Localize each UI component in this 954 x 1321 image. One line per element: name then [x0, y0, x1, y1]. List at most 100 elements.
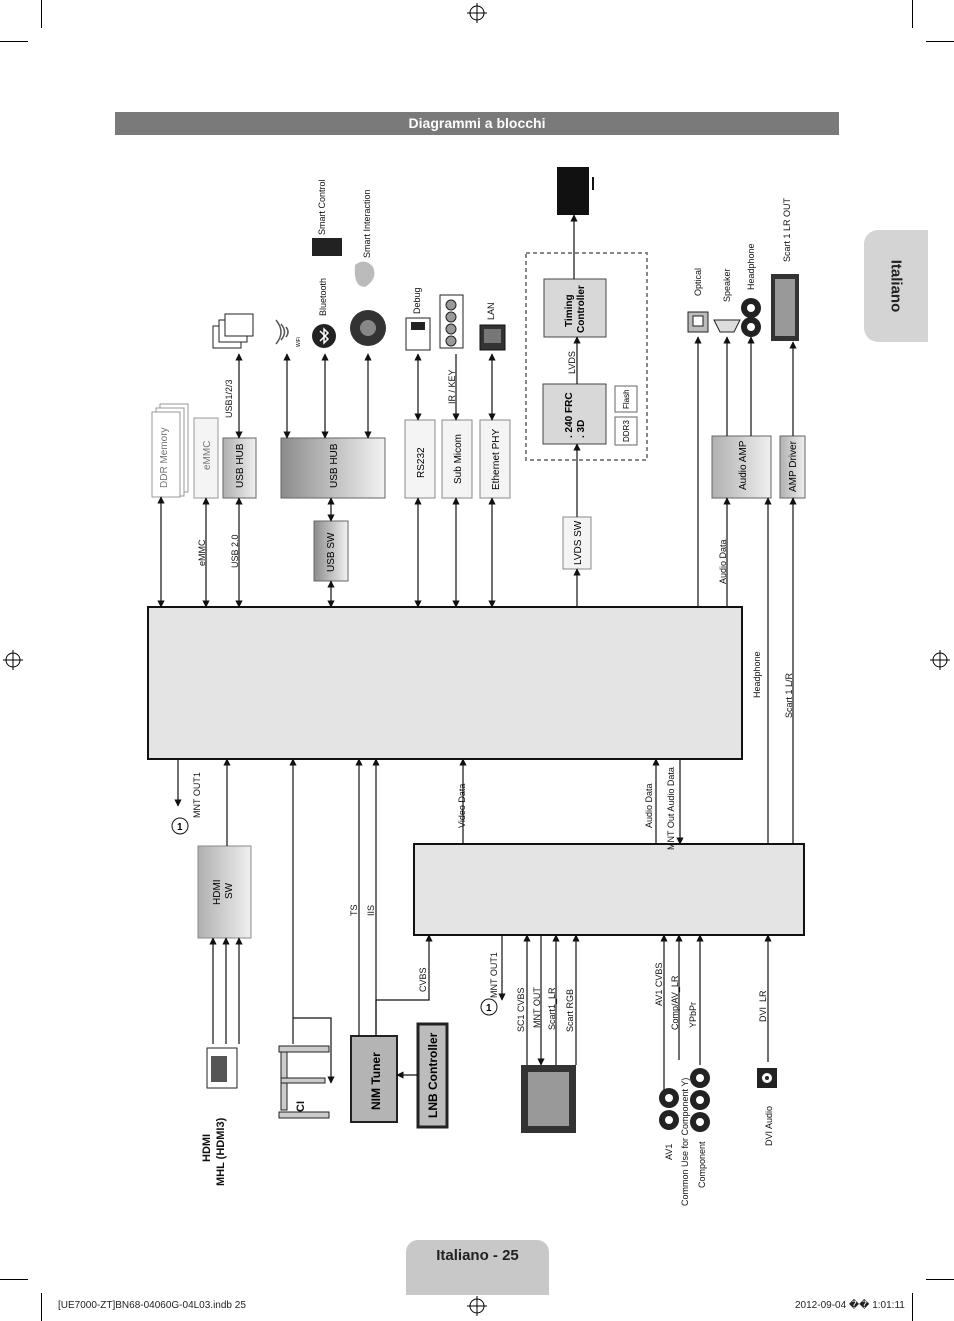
lvds-label: LVDS	[567, 351, 577, 374]
ddr3-label: DDR3	[622, 420, 631, 442]
ci-slot-icon	[278, 1045, 330, 1119]
component-label: Component	[697, 1141, 707, 1188]
timing-controller-label: TimingController	[564, 285, 587, 333]
av-frontend-chip	[413, 843, 805, 936]
smart-interaction-label: Smart Interaction	[362, 189, 372, 258]
display-pipeline-group	[525, 252, 648, 461]
audio-amp-block	[711, 435, 772, 499]
ir-key-icon	[439, 294, 464, 349]
marker-label: 1	[486, 1003, 492, 1014]
ypbpr-label: YPbPr	[688, 1002, 698, 1028]
usb-hub-2-block	[280, 437, 386, 499]
lnb-controller-block	[416, 1022, 449, 1129]
crop-mark	[912, 1293, 913, 1321]
rs232-block	[404, 419, 436, 499]
usb-hub-2-label: USB HUB	[329, 443, 340, 488]
frc-label-line: . 240 FRC	[564, 392, 575, 438]
frc-label: . 240 FRC. 3D	[564, 392, 587, 438]
hdmi-label: HDMI	[201, 1134, 213, 1162]
usb123-label: USB1/2/3	[224, 379, 234, 418]
speaker-icon	[713, 319, 741, 333]
crop-mark	[912, 0, 913, 28]
lvds-sw-block	[562, 516, 592, 570]
registration-mark	[3, 3, 950, 1316]
language-tab: Italiano	[864, 230, 928, 342]
iis-label: IIS	[366, 905, 376, 916]
emmc-block-label: eMMC	[202, 441, 213, 470]
lan-label: LAN	[486, 302, 496, 320]
scart1-lr-out-label: Scart 1 LR OUT	[782, 197, 792, 262]
scart1-lr-label: Scart1_LR	[547, 987, 557, 1030]
amp-driver-label: AMP Driver	[788, 440, 799, 492]
crop-mark	[0, 1279, 28, 1280]
headphone-jack-icon	[747, 304, 755, 312]
comp-av-lr-label: Comp/AV_LR	[670, 975, 680, 1030]
wifi-icon	[275, 319, 289, 345]
usb-hub-1-block	[222, 437, 257, 499]
usb-ports-icon	[212, 313, 254, 349]
scart-in-icon	[521, 1065, 576, 1133]
cvbs-link	[375, 934, 433, 1036]
ir-key-label: IR / KEY	[447, 369, 457, 404]
emmc-bus-label: eMMC	[197, 539, 207, 566]
debug-label: Debug	[412, 287, 422, 314]
rs232-label: RS232	[416, 447, 427, 478]
mhl-label: MHL (HDMI3)	[215, 1117, 227, 1186]
amp-driver-block	[779, 435, 806, 499]
ethernet-phy-label: Ethernet PHY	[491, 429, 502, 490]
ddr-memory-stack	[151, 403, 189, 498]
section-title: Diagrammi a blocchi	[115, 112, 839, 135]
bluetooth-icon	[319, 327, 330, 345]
crop-mark	[41, 0, 42, 28]
usb-sw-label: USB SW	[326, 532, 337, 572]
mnt-out-label: MNT OUT	[532, 987, 542, 1028]
ddr-memory-label: DDR Memory	[159, 427, 170, 488]
marker-circle	[480, 998, 498, 1016]
frc-block	[542, 383, 607, 445]
frc-label-line: . 3D	[576, 420, 587, 438]
dvi-lr-label: DVI_LR	[758, 990, 768, 1022]
timing-controller-label-line: Controller	[576, 285, 587, 333]
video-data-label: Video Data	[457, 784, 467, 828]
smart-interaction-icon	[360, 320, 376, 336]
ddr3-chip	[614, 416, 638, 446]
sub-micom-block	[441, 419, 473, 499]
hdmi-sw-label-line: SW	[224, 882, 235, 899]
lvds-sw-label: LVDS SW	[573, 520, 584, 565]
footer-right: 2012-09-04 �� 1:01:11	[795, 1300, 905, 1311]
flash-label: Flash	[622, 389, 631, 409]
dvi-audio-label: DVI Audio	[764, 1106, 774, 1146]
marker-circle	[171, 817, 189, 835]
scart-rgb-label: Scart RGB	[565, 989, 575, 1032]
common-use-label: Common Use for Component Y)	[680, 1078, 690, 1206]
av1-label: AV1	[664, 1144, 674, 1160]
audio-data-amp-label: Audio Data	[718, 539, 728, 584]
smart-control-label: Smart Control	[317, 179, 327, 235]
headphone-bus-label: Headphone	[752, 651, 762, 698]
hdmi-sw-label-line: HDMI	[212, 879, 223, 905]
optical-label: Optical	[693, 268, 703, 296]
audio-amp-label: Audio AMP	[738, 440, 749, 490]
flash-chip	[614, 385, 638, 413]
lnb-controller-label: LNB Controller	[426, 1032, 440, 1118]
page-number-tab: Italiano - 25	[406, 1240, 549, 1295]
crop-mark	[926, 1279, 954, 1280]
crop-mark	[926, 41, 954, 42]
crop-mark	[41, 1293, 42, 1321]
av1-cvbs-label: AV1 CVBS	[654, 963, 664, 1006]
scart-out-icon	[771, 274, 799, 341]
av-component-jacks-icon	[659, 1068, 710, 1132]
nim-tuner-block	[350, 1035, 398, 1123]
page-number-label: Italiano - 25	[436, 1247, 519, 1264]
headphone-jack-icon	[747, 323, 755, 331]
timing-controller-block	[543, 278, 607, 338]
audio-data-label: Audio Data	[644, 783, 654, 828]
hdmi-sw-label: HDMISW	[212, 879, 235, 905]
hdmi-port-icon	[206, 1047, 238, 1089]
lan-port-icon	[479, 324, 506, 351]
gesture-hand-icon	[354, 261, 375, 287]
speaker-label: Speaker	[722, 268, 732, 302]
scart1-lr-bus-label: Scart 1 L/R	[784, 672, 794, 718]
footer-left: [UE7000-ZT]BN68-04060G-04L03.indb 25	[58, 1300, 246, 1311]
